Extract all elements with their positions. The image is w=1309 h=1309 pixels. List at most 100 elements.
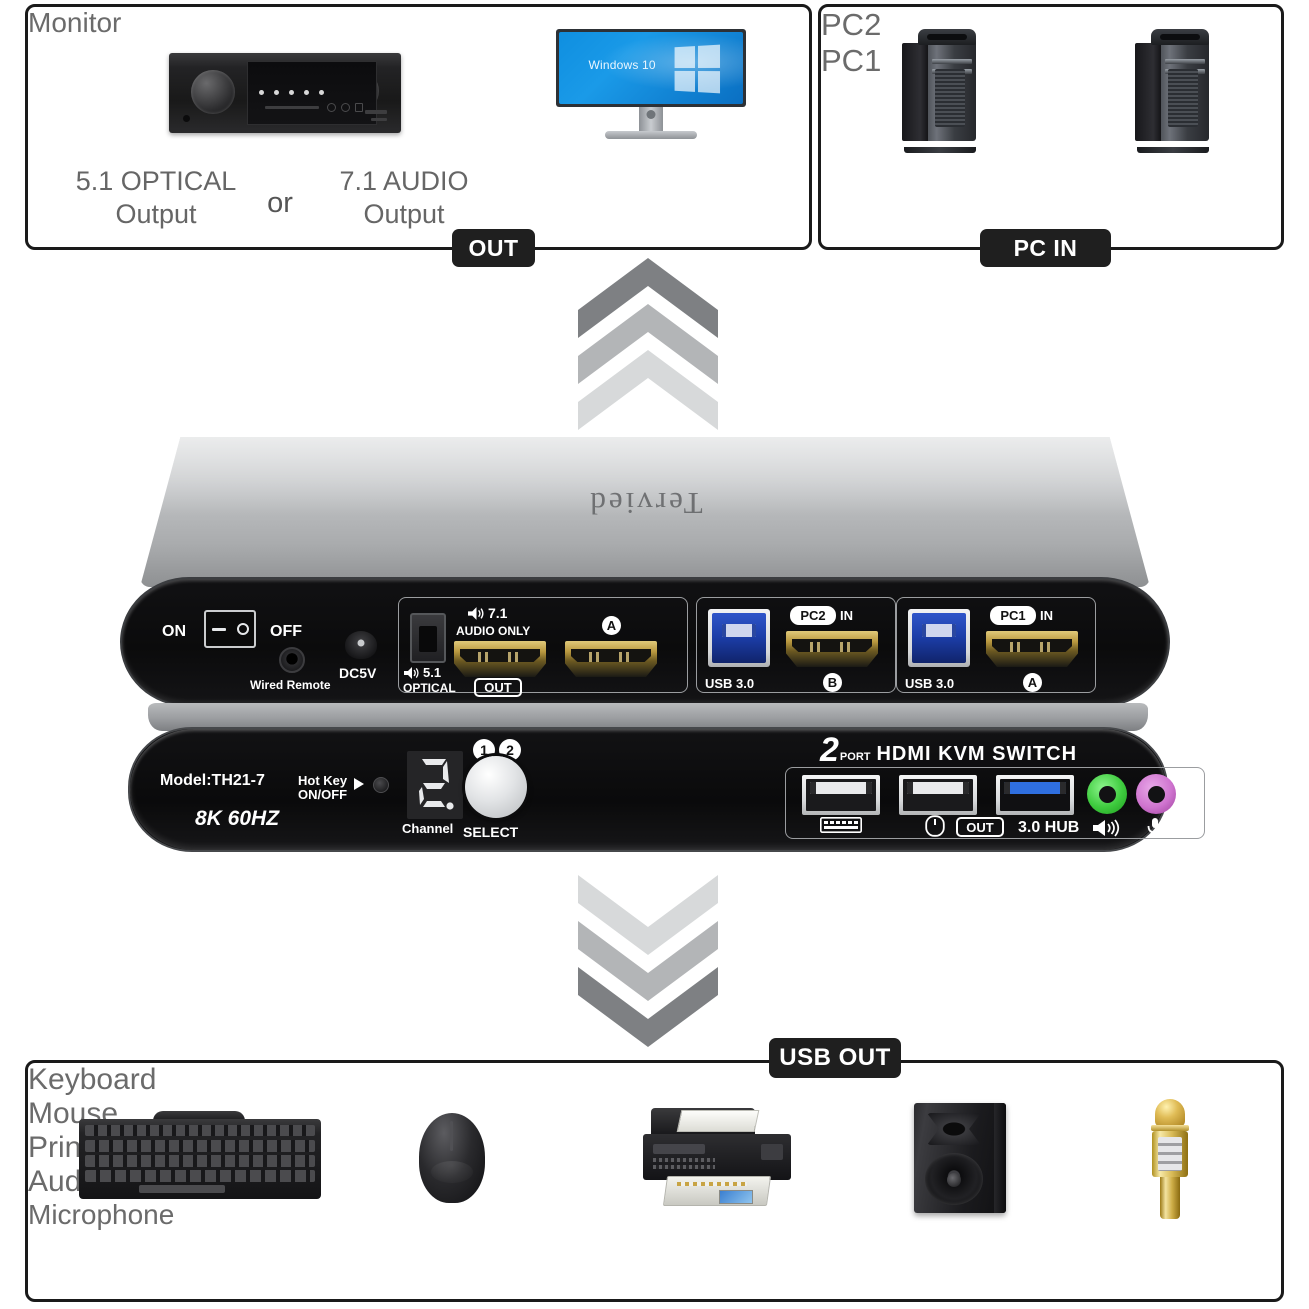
select-button[interactable] [465, 756, 527, 818]
kvm-mid-strip [148, 703, 1148, 731]
hotkey-led [373, 777, 389, 793]
optical-text-label: OPTICAL [403, 681, 456, 695]
audio71-output-line1: 7.1 AUDIO [339, 166, 469, 196]
channel-display [407, 751, 463, 819]
chevron-down-group [578, 875, 718, 1047]
monitor-screen: Windows 10 [559, 32, 743, 104]
front-ports-group [785, 767, 1205, 839]
audio-71-value: 7.1 [488, 605, 508, 621]
pc1-hdmi-in-port[interactable] [986, 631, 1078, 667]
audio-output-jack[interactable] [1087, 774, 1127, 814]
kvm-resolution-label: 8K 60HZ [195, 807, 280, 830]
hdmi-audio-out-port[interactable] [454, 641, 546, 677]
select-label: SELECT [463, 824, 519, 840]
pc2-tower-image [902, 29, 978, 153]
audio-only-label: AUDIO ONLY [456, 624, 531, 638]
dc5v-power-jack[interactable] [345, 631, 377, 659]
pc2-hdmi-letter-b: B [823, 673, 842, 692]
optical-toslink-port[interactable] [410, 613, 446, 663]
pc-in-panel: PC2 PC1 [818, 4, 1284, 250]
microphone-input-jack[interactable] [1136, 774, 1176, 814]
microphone-icon [1147, 818, 1163, 838]
monitor-stand-base [605, 131, 697, 139]
pc2-in-group [696, 597, 896, 693]
kvm-brand-logo: Tervied [587, 486, 703, 521]
speaker-icon [468, 606, 484, 620]
kvm-title-group: 2 PORT HDMI KVM SWITCH [820, 731, 1078, 769]
hotkey-label-line1: Hot Key [298, 773, 348, 788]
mouse-icon [925, 815, 945, 837]
pc1-in-tag-group: PC1 IN [990, 606, 1053, 625]
av-receiver-image [169, 53, 401, 133]
kvm-switch-device: Tervied ON OFF Wired Remote DC5V [120, 437, 1205, 862]
printer-image [643, 1108, 793, 1208]
wired-remote-jack[interactable] [279, 647, 305, 673]
optical-output-line1: 5.1 OPTICAL [75, 166, 237, 196]
pc2-usb3-port[interactable] [708, 609, 770, 667]
hdmi-video-out-port[interactable] [565, 641, 657, 677]
channel-label: Channel [402, 821, 454, 836]
seven-segment-digit [419, 759, 454, 810]
pc1-caption: PC1 [821, 43, 882, 78]
speaker-icon [1093, 819, 1120, 837]
pc1-usb3-port[interactable] [908, 609, 970, 667]
pc2-caption: PC2 [821, 7, 882, 42]
hotkey-label-line2: ON/OFF [298, 787, 348, 802]
audio71-output-line2: Output [363, 199, 445, 229]
microphone-caption: Microphone [28, 1199, 175, 1230]
power-on-label: ON [162, 623, 186, 640]
kvm-rear-panel: ON OFF Wired Remote DC5V 5.1 OPTIC [120, 577, 1170, 707]
optical-51-label-group: 5.1 [404, 665, 441, 680]
out-tag: OUT [452, 229, 535, 267]
pc-in-tag: PC IN [980, 229, 1111, 267]
usb-hub-label: 3.0 HUB [1018, 819, 1080, 836]
monitor-os-label: Windows 10 [588, 58, 656, 73]
pc1-in-word: IN [1040, 608, 1053, 623]
dc5v-label: DC5V [339, 665, 377, 681]
speaker-image [914, 1103, 1006, 1213]
out-panel: 5.1 OPTICAL Output or 7.1 AUDIO Output W… [25, 4, 812, 250]
mouse-usb-port[interactable] [899, 775, 977, 815]
audio-output-labels: 5.1 OPTICAL Output or 7.1 AUDIO Output [61, 165, 511, 231]
pc2-hdmi-in-port[interactable] [786, 631, 878, 667]
select-badge-1: 1 [473, 739, 495, 761]
audio-hdmi-out-group [398, 597, 688, 693]
pc2-in-word: IN [840, 608, 853, 623]
pc1-tower-image [1135, 29, 1211, 153]
hdmi-out-tag: OUT [474, 678, 522, 697]
pc2-usb3-label: USB 3.0 [705, 676, 755, 691]
usb-out-tag: USB OUT [769, 1038, 901, 1078]
kvm-front-panel: Model:TH21-7 8K 60HZ Hot Key ON/OFF [128, 727, 1205, 852]
chevron-up-group [578, 258, 718, 430]
pc1-usb3-label: USB 3.0 [905, 676, 955, 691]
keyboard-caption: Keyboard [28, 1063, 157, 1096]
monitor-caption: Monitor [28, 7, 122, 38]
or-label: or [267, 187, 293, 219]
windows-logo-icon [674, 44, 721, 94]
keyboard-usb-port[interactable] [802, 775, 880, 815]
pc2-in-tag-group: PC2 IN [790, 606, 853, 625]
usb3-hub-port[interactable] [996, 775, 1074, 815]
pc2-tag: PC2 [790, 606, 836, 625]
kvm-title-port: PORT [839, 751, 871, 763]
keyboard-icon [820, 817, 862, 833]
select-badge-2: 2 [499, 739, 521, 761]
microphone-image [1141, 1099, 1199, 1223]
kvm-model-label: Model:TH21-7 [160, 772, 265, 789]
kvm-title-num: 2 [820, 731, 839, 769]
pc1-tag: PC1 [990, 606, 1036, 625]
monitor-bezel: Windows 10 [556, 29, 746, 107]
pc1-hdmi-letter-a: A [1023, 673, 1042, 692]
kvm-title-rest: HDMI KVM SWITCH [876, 743, 1078, 765]
speaker-icon [404, 666, 419, 679]
hdmi-out-letter-a: A [602, 616, 621, 635]
power-switch[interactable] [204, 610, 256, 648]
monitor-stand-neck [639, 107, 663, 133]
audio-71-label-group: 7.1 [468, 605, 507, 621]
monitor-image: Windows 10 [556, 29, 746, 141]
optical-51-value: 5.1 [423, 665, 442, 680]
wired-remote-label: Wired Remote [250, 678, 331, 692]
hotkey-arrow-icon [354, 778, 364, 790]
usb-out-tag: OUT [956, 817, 1004, 837]
